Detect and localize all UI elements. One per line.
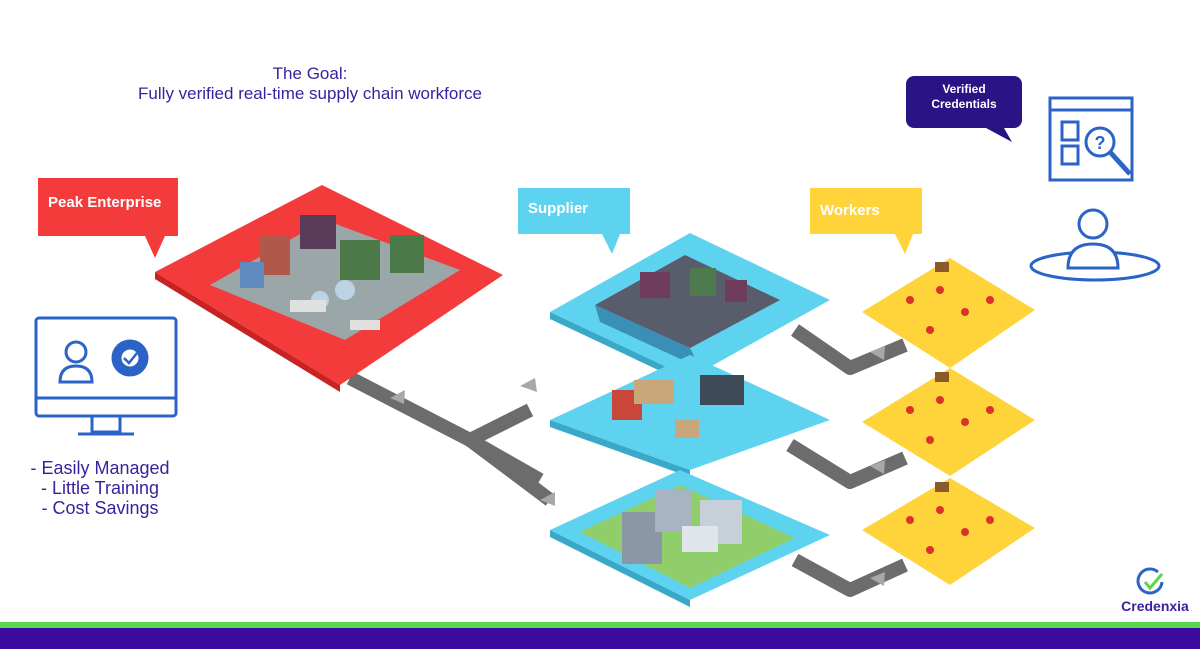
workers-platform-2	[862, 368, 1035, 476]
enterprise-platform	[155, 185, 503, 392]
road-network	[346, 324, 908, 597]
goal-title: The Goal: Fully verified real-time suppl…	[0, 64, 620, 104]
workers-platform-3	[862, 478, 1035, 585]
monitor-user-gear-icon	[34, 316, 178, 436]
road-arrows	[390, 346, 885, 586]
brand-name: Credenxia	[1121, 598, 1189, 614]
workers-label: Workers	[820, 202, 880, 219]
verified-person-icon	[1029, 208, 1161, 282]
supplier-label: Supplier	[528, 200, 589, 217]
verified-credentials-line-2: Credentials	[931, 97, 997, 111]
benefit-item: - Easily Managed	[30, 458, 170, 478]
verified-credentials-line-1: Verified	[942, 82, 986, 96]
verification-window-icon: ?	[1048, 96, 1134, 182]
benefit-item: - Little Training	[40, 478, 160, 498]
supplier-warehouse-platform	[550, 355, 830, 477]
peak-enterprise-label: Peak Enterprise	[48, 194, 162, 211]
benefit-item: - Cost Savings	[41, 498, 159, 518]
callout-verified-credentials	[906, 76, 1022, 142]
svg-text:?: ?	[1095, 133, 1106, 153]
footer-purple-bar	[0, 628, 1200, 649]
footer-green-bar	[0, 622, 1200, 628]
benefits-list: - Easily Managed - Little Training - Cos…	[0, 458, 200, 518]
callout-peak-enterprise	[38, 178, 178, 258]
supplier-port-platform	[550, 233, 830, 385]
goal-line-2: Fully verified real-time supply chain wo…	[138, 84, 482, 103]
callout-supplier	[518, 188, 630, 254]
supplier-office-platform	[550, 470, 830, 607]
verified-credentials-label: Verified Credentials	[906, 82, 1022, 112]
callout-workers	[810, 188, 922, 254]
workers-platform-1	[862, 258, 1035, 368]
goal-line-1: The Goal:	[272, 64, 348, 83]
credenxia-logo-icon	[1136, 567, 1164, 595]
